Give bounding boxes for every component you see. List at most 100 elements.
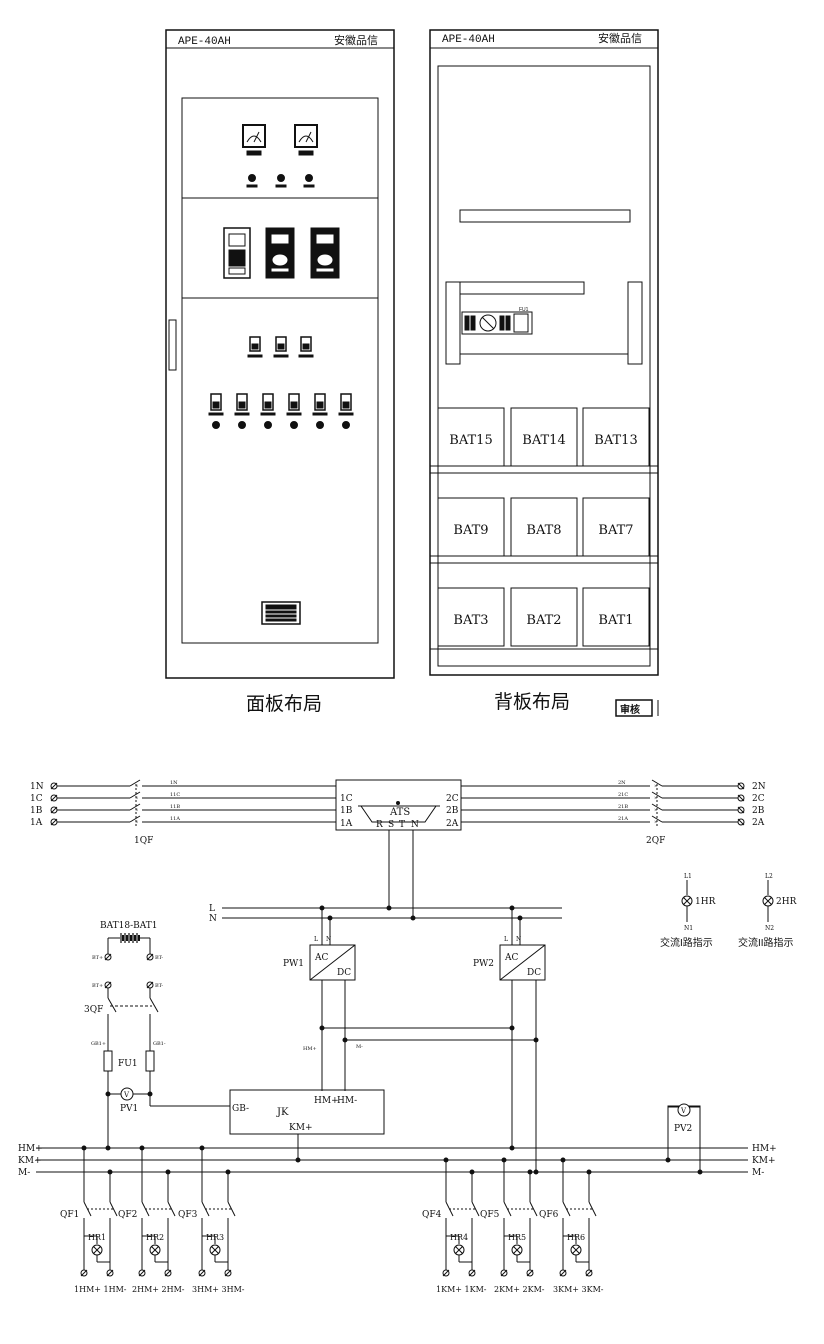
feeder-breaker-icon bbox=[210, 393, 222, 411]
bus-km-label: KM+ bbox=[18, 1156, 41, 1166]
feeder-breaker-label: QF5 bbox=[480, 1210, 500, 1220]
battery-label: BAT3 bbox=[453, 613, 488, 628]
indicator-top-label: L2 bbox=[765, 873, 773, 880]
review-stamp: 审核 bbox=[615, 699, 659, 717]
battery-label: BAT2 bbox=[526, 613, 561, 628]
breaker-toggle-icon bbox=[264, 401, 272, 409]
breaker-contact-icon: × bbox=[654, 808, 657, 814]
charger-pw1: L N AC DC PW1 bbox=[283, 905, 356, 1091]
hm-tap-label: HM+ bbox=[303, 1046, 317, 1052]
battery-label: BAT1 bbox=[598, 613, 633, 628]
breaker-toggle-icon bbox=[238, 401, 246, 409]
front-layout-caption: 面板布局 bbox=[246, 693, 322, 715]
breaker-plate-icon bbox=[286, 412, 302, 416]
bus-hm-label: HM+ bbox=[752, 1144, 777, 1154]
fuse-label: FU1 bbox=[118, 1059, 138, 1069]
charger-pw2: L N AC DC PW2 bbox=[473, 905, 546, 1172]
ats-out-term: S bbox=[388, 820, 394, 830]
feeder-breaker-icon bbox=[262, 393, 274, 411]
feeder-terminal-labels: 1HM+ 1HM- bbox=[74, 1285, 127, 1294]
terminal-icon bbox=[138, 1269, 146, 1277]
battery-cell bbox=[582, 407, 650, 467]
bt-plus-label: BT+ bbox=[92, 983, 103, 989]
ats-out-term: N bbox=[411, 820, 419, 830]
wire-label: 2N bbox=[618, 780, 626, 786]
breaker-plate-icon bbox=[234, 412, 250, 416]
indicator-name: 2HR bbox=[776, 897, 797, 907]
breaker-2qf-label: 2QF bbox=[646, 836, 665, 846]
battery-cell bbox=[510, 587, 578, 647]
feeder-terminal-labels: 2KM+ 2KM- bbox=[494, 1285, 545, 1294]
terminal-icon bbox=[164, 1269, 172, 1277]
indicator-top-label: L1 bbox=[684, 873, 692, 880]
input-terminal-label: 2A bbox=[752, 818, 765, 828]
battery-cell bbox=[582, 587, 650, 647]
terminal-icon bbox=[585, 1269, 593, 1277]
wire-label: 11A bbox=[170, 816, 180, 822]
breaker-1qf-label: 1QF bbox=[134, 836, 153, 846]
breaker-toggle-icon bbox=[212, 401, 220, 409]
feeder-lamp-label: HR6 bbox=[567, 1233, 585, 1242]
nameplate-icon bbox=[261, 601, 301, 625]
battery-label: BAT13 bbox=[594, 433, 637, 448]
module-ac-label: AC bbox=[504, 953, 518, 963]
battery-label: BAT9 bbox=[453, 523, 488, 538]
back-layout-caption: 背板布局 bbox=[494, 691, 570, 713]
feeder-breaker-label: QF1 bbox=[60, 1210, 79, 1220]
breaker-toggle-icon bbox=[290, 401, 298, 409]
feeder-breakers bbox=[208, 393, 354, 429]
terminal-icon bbox=[737, 818, 745, 826]
battery-cell bbox=[510, 497, 578, 557]
feeder-lamp-label: HR5 bbox=[508, 1233, 526, 1242]
terminal-icon bbox=[500, 1269, 508, 1277]
feeder-breaker-label: QF4 bbox=[422, 1210, 442, 1220]
battery-cell bbox=[437, 497, 505, 557]
indicator-2hr: L2 2HR N2 交流II路指示 bbox=[738, 873, 797, 949]
lamp-icon bbox=[316, 421, 324, 429]
breaker-plate-icon bbox=[260, 412, 276, 416]
bus-km-label: KM+ bbox=[752, 1156, 775, 1166]
jk-controller: GB- HM+ HM- JK KM+ bbox=[229, 1089, 385, 1163]
breaker-contact-icon: × bbox=[135, 796, 138, 802]
ats-left-term: 1C bbox=[340, 794, 353, 804]
feeder-lamp-label: HR1 bbox=[88, 1233, 106, 1242]
front-cabinet: APE-40AH 安徽品信 bbox=[165, 29, 395, 715]
pv2-label: PV2 bbox=[674, 1124, 692, 1134]
charger-module-icon bbox=[310, 227, 340, 279]
breaker-contact-icon: × bbox=[654, 820, 657, 826]
feeder-lamp-label: HR2 bbox=[146, 1233, 164, 1242]
battery-breaker-label: 3QF bbox=[84, 1005, 103, 1015]
ac-bus-l-label: L bbox=[209, 904, 215, 914]
battery-label: BAT14 bbox=[522, 433, 565, 448]
battery-cell bbox=[437, 587, 505, 647]
breaker-plate-icon bbox=[338, 412, 354, 416]
jk-km-plus-label: KM+ bbox=[289, 1123, 312, 1133]
indicator-name: 1HR bbox=[695, 897, 716, 907]
dc-ammeter-icon bbox=[294, 124, 318, 156]
back-brand-label: 安徽品信 bbox=[598, 31, 642, 45]
feeder-terminal-labels: 3HM+ 3HM- bbox=[192, 1285, 245, 1294]
breaker-contact-icon: × bbox=[135, 820, 138, 826]
voltmeter-pv2: V PV2 bbox=[665, 1103, 703, 1175]
lamp-icon bbox=[264, 421, 272, 429]
terminal-icon bbox=[468, 1269, 476, 1277]
module-name: PW2 bbox=[473, 959, 494, 969]
bt-minus-label: BT- bbox=[155, 983, 163, 989]
breaker-toggle-icon bbox=[316, 401, 324, 409]
battery-label: BAT8 bbox=[526, 523, 561, 538]
front-brand-label: 安徽品信 bbox=[334, 33, 378, 47]
feeder-terminal-labels: 2HM+ 2HM- bbox=[132, 1285, 185, 1294]
ats-box: ATS 1C 1B 1A 2C 2B 2A R S T N bbox=[335, 779, 462, 831]
back-model-label: APE-40AH bbox=[442, 34, 495, 46]
door-handle bbox=[168, 319, 177, 371]
bt-minus-label: BT- bbox=[155, 955, 163, 961]
feeder-breaker-label: QF2 bbox=[118, 1210, 137, 1220]
terminal-icon bbox=[442, 1269, 450, 1277]
bt-plus-label: BT+ bbox=[92, 955, 103, 961]
voltmeter-label: PV1 bbox=[120, 1104, 138, 1114]
battery-cell bbox=[437, 407, 505, 467]
